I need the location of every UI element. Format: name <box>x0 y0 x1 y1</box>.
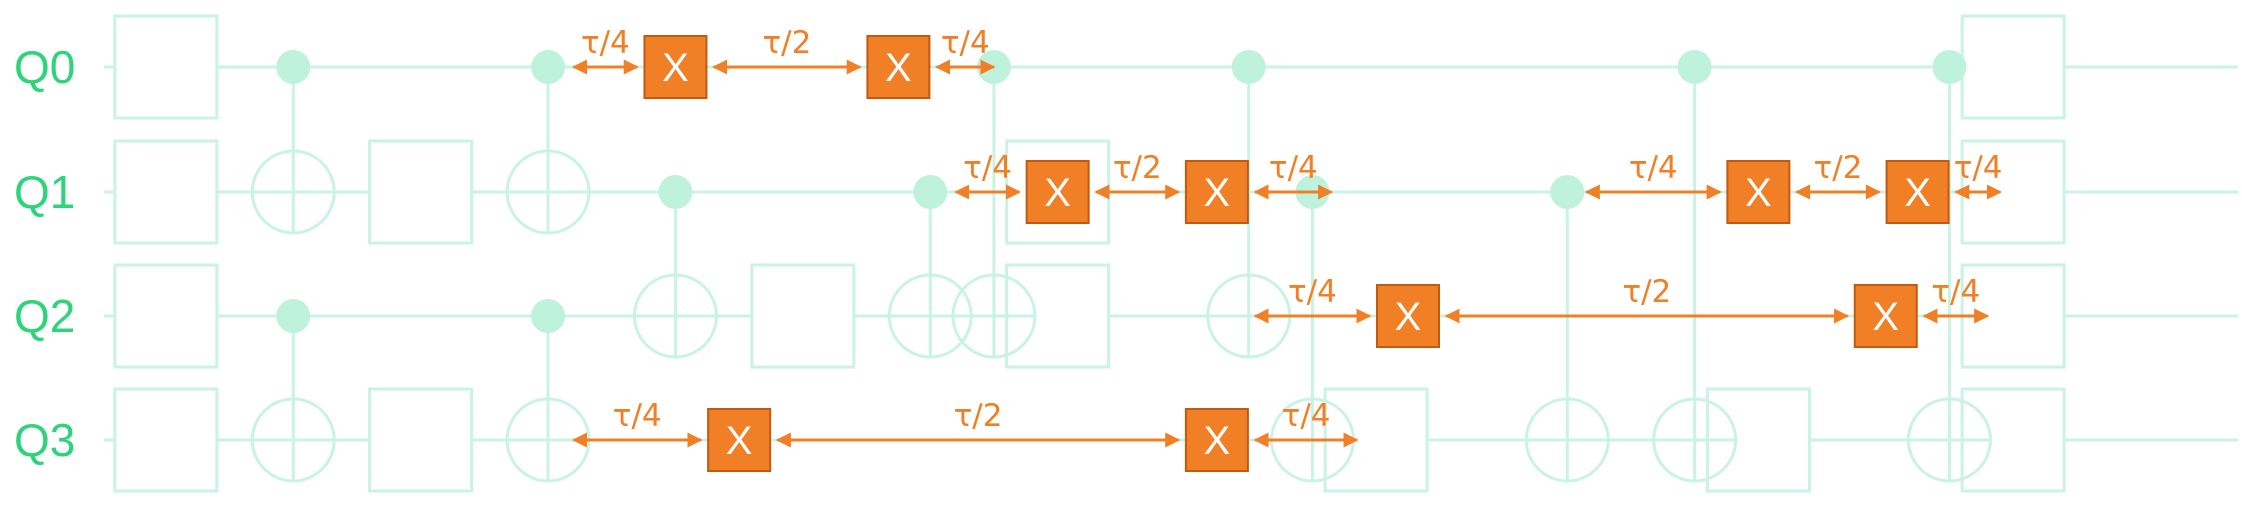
x-gate <box>1376 284 1440 348</box>
qubit-label-q0: Q0 <box>14 41 75 93</box>
empty-gates-layer <box>113 14 2066 493</box>
x-gate <box>1853 284 1918 348</box>
x-gate-label: X <box>885 46 912 90</box>
delay-label: τ/2 <box>763 25 812 61</box>
qubit-label-q3: Q3 <box>14 414 75 466</box>
cnot-control-dot <box>658 175 693 209</box>
delay-label: τ/2 <box>1814 150 1863 186</box>
x-gate-label: X <box>1204 171 1231 215</box>
empty-gate <box>113 387 219 493</box>
empty-gate <box>113 14 219 120</box>
cnot-control-dot <box>276 299 311 333</box>
cnot-control-dot <box>276 50 311 84</box>
x-gate-label: X <box>662 46 689 90</box>
empty-gate <box>750 263 856 369</box>
x-gate <box>1184 408 1249 472</box>
x-gate <box>866 35 931 99</box>
delay-label: τ/4 <box>1288 274 1337 310</box>
x-gate <box>643 35 708 99</box>
delay-label: τ/2 <box>1113 150 1162 186</box>
x-gate-label: X <box>726 419 753 463</box>
empty-gate <box>368 139 474 245</box>
wires-layer <box>104 65 2238 442</box>
x-gates-layer: X X X X X X X X X X <box>643 35 1950 472</box>
delay-label: τ/2 <box>1622 274 1671 310</box>
x-gate <box>1184 160 1249 224</box>
delays-layer: τ/4 τ/2 τ/4 τ/4 τ/2 τ/4 τ/4 τ/2 τ/4 τ/4 τ/2 τ/4 τ/4 τ… <box>572 25 2003 448</box>
x-gate-label: X <box>1872 295 1899 339</box>
x-gate-label: X <box>1204 419 1231 463</box>
x-gate-label: X <box>1395 295 1422 339</box>
cnot-control-dot <box>1932 50 1967 84</box>
delay-label: τ/4 <box>581 25 630 61</box>
cnot-layer <box>250 50 1992 483</box>
cnot-control-dot <box>531 299 566 333</box>
x-gate <box>707 408 772 472</box>
cnot-control-dot <box>1550 175 1585 209</box>
delay-label: τ/4 <box>941 25 990 61</box>
cnot-control-dot <box>1677 50 1712 84</box>
empty-gate <box>113 139 219 245</box>
empty-gate <box>113 263 219 369</box>
empty-gate <box>1960 14 2066 120</box>
qubit-label-q2: Q2 <box>14 290 75 342</box>
empty-gate <box>368 387 474 493</box>
delay-label: τ/4 <box>963 150 1012 186</box>
delay-label: τ/4 <box>613 398 662 434</box>
delay-label: τ/4 <box>1931 274 1980 310</box>
cnot-control-dot <box>531 50 566 84</box>
delay-label: τ/2 <box>954 398 1003 434</box>
x-gate-label: X <box>1044 171 1071 215</box>
x-gate <box>1726 160 1791 224</box>
delay-label: τ/4 <box>1954 150 2003 186</box>
x-gate-label: X <box>1745 171 1772 215</box>
delay-label: τ/4 <box>1269 150 1318 186</box>
cnot-links-layer <box>291 67 1951 481</box>
x-gate-label: X <box>1904 171 1931 215</box>
cnot-control-dot <box>913 175 948 209</box>
delay-label: τ/4 <box>1282 398 1331 434</box>
x-gate <box>1885 160 1950 224</box>
x-gate <box>1025 160 1090 224</box>
cnot-control-dot <box>1231 50 1266 84</box>
delay-label: τ/4 <box>1629 150 1678 186</box>
qubit-label-q1: Q1 <box>14 166 75 218</box>
